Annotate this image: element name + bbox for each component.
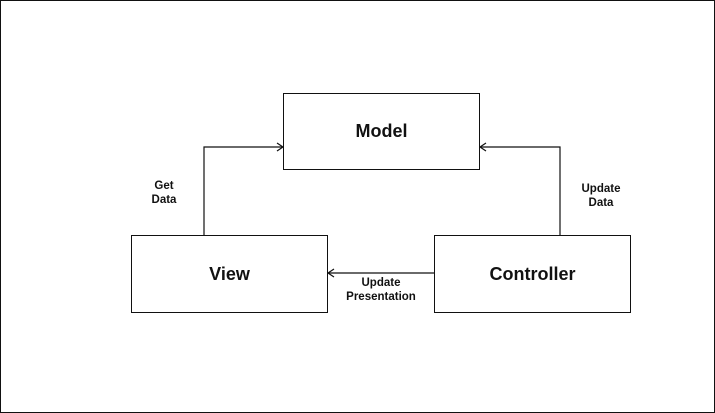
model-node: Model [283,93,480,170]
edge-label-get-data: Get Data [151,180,177,206]
edge-label-update-data: Update Data [581,183,621,209]
edge-label-update-presentation: Update Presentation [346,277,416,303]
view-node: View [131,235,328,313]
controller-node: Controller [434,235,631,313]
model-node-label: Model [355,121,408,141]
view-node-label: View [209,263,250,284]
controller-node-label: Controller [489,263,576,284]
